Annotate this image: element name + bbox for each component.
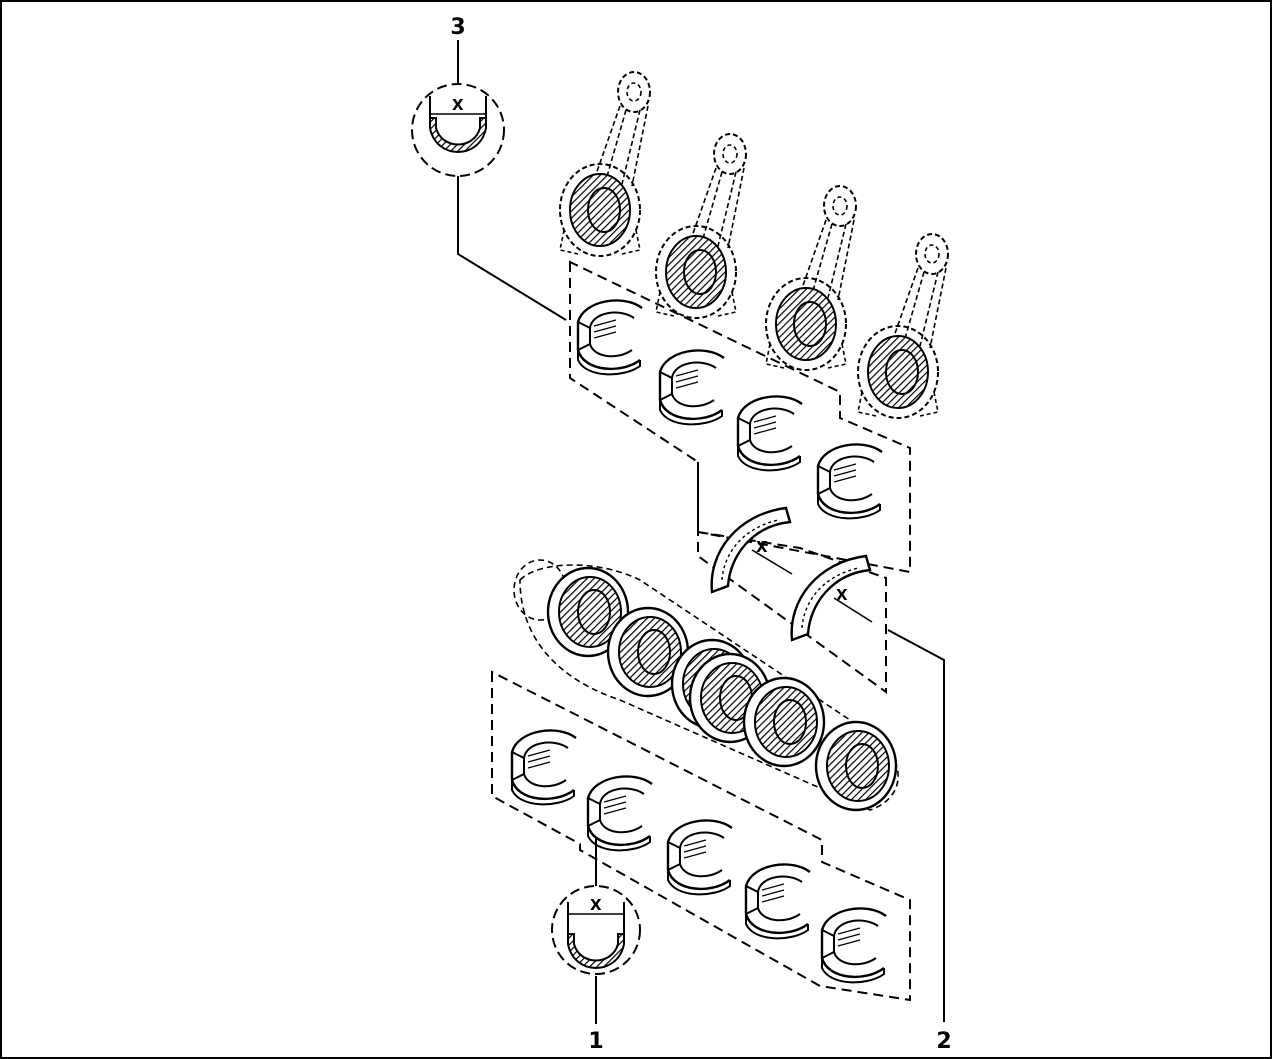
main-bearing-shell-1: [510, 729, 578, 806]
thrust-washer-1: [710, 506, 792, 594]
thrust-washer-group-outline: [697, 462, 887, 694]
detail-view-rod-bearing: X: [411, 40, 567, 321]
detail-view-main-bearing: X: [551, 838, 641, 1024]
thrust-washers: X X: [710, 506, 873, 642]
rod-bearing-shell-4: [816, 443, 884, 520]
detail-circle-1: [551, 885, 641, 975]
connecting-rod-2: [655, 133, 747, 319]
rod-bearing-shell-1: [576, 299, 644, 376]
callout-3: 3: [450, 15, 465, 40]
connecting-rod-3: [765, 185, 857, 371]
rod-bearing-shell-2: [658, 349, 726, 426]
rod-bearing-shell-3: [736, 395, 804, 472]
main-bearing-shell-5: [820, 907, 888, 984]
detail-3-dimension-label: X: [452, 96, 464, 114]
main-journal-4: [742, 676, 826, 768]
main-bearing-shell-4: [744, 863, 812, 940]
connecting-rod-1: [559, 71, 651, 257]
leader-line-3: [457, 176, 567, 321]
callout-1: 1: [588, 1029, 603, 1054]
main-journal-5: [814, 720, 898, 812]
thrust-washer-2-dimension-label: X: [836, 586, 848, 604]
rod-bearing-group-outline: [569, 260, 911, 574]
bearing-section-3: [429, 117, 487, 153]
thrust-washer-2-dimension-line: [833, 597, 873, 623]
detail-1-dimension-label: X: [590, 896, 602, 914]
crankshaft-outline: [519, 564, 899, 811]
main-bearing-shell-3: [666, 819, 734, 896]
crankshaft: [513, 559, 899, 812]
thrust-washer-2: [790, 554, 872, 642]
main-bearing-group-outline: [491, 670, 911, 1002]
main-bearing-shell-2: [586, 775, 654, 852]
thrust-washer-1-dimension-line: [751, 549, 793, 575]
callout-2: 2: [936, 1029, 951, 1054]
thrust-washer-1-dimension-label: X: [756, 538, 768, 556]
connecting-rod-4: [857, 233, 949, 419]
leader-line-2: [887, 629, 945, 1022]
connecting-rod-bearings: [576, 299, 884, 520]
bearing-section-1: [567, 933, 625, 969]
